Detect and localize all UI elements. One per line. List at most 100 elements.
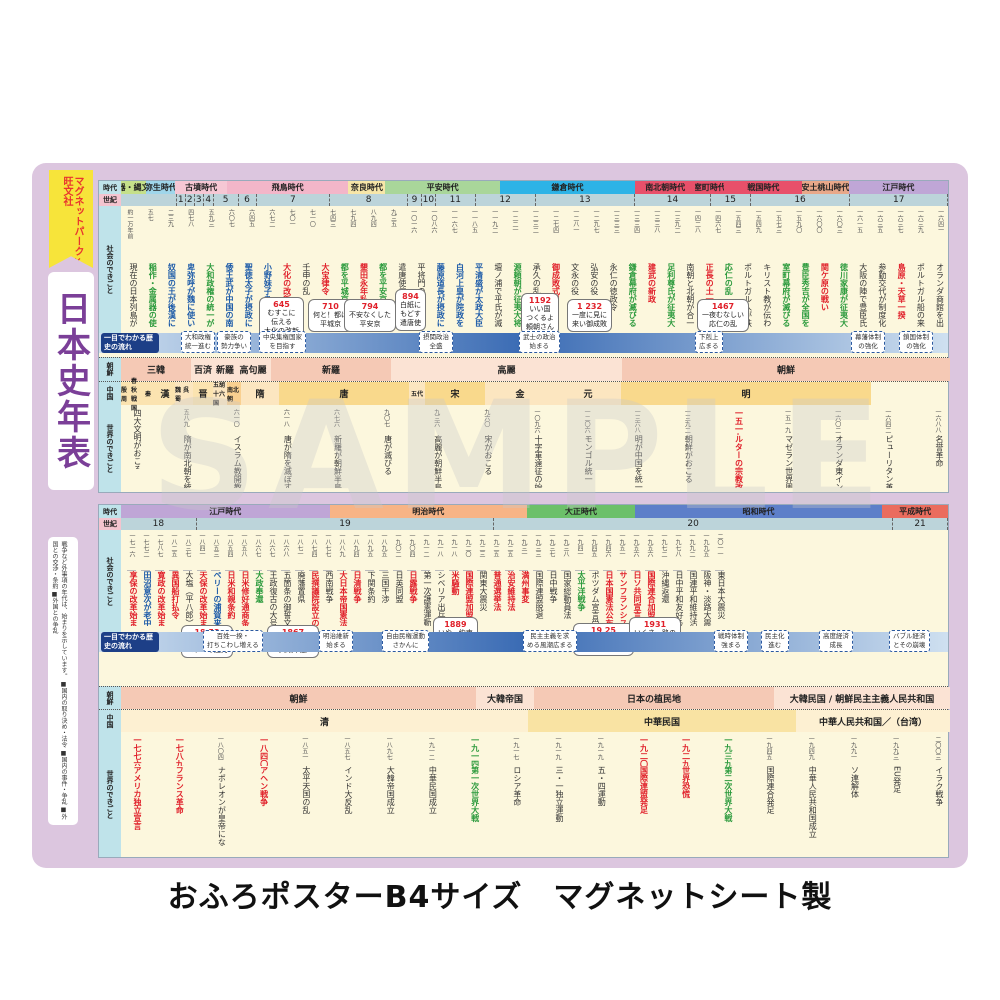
- event-column: 大宝律令: [317, 263, 330, 331]
- event-text: 日ソ共同宣言調印: [633, 571, 642, 626]
- event-column: 一九二三関東大震災: [475, 533, 488, 630]
- event-text: 米騒動: [451, 571, 460, 595]
- world-event: 一三六八明が中国を統一: [630, 409, 643, 488]
- bubble-line: 平城京: [320, 320, 341, 328]
- world-year: 九〇七: [382, 409, 390, 427]
- event-text: 関東大震災: [479, 571, 488, 611]
- event-text: 白河上皇が院政を始める: [455, 263, 465, 327]
- event-column: 一八二五異国船打払令: [167, 533, 180, 630]
- event-year: 二〇一一: [715, 533, 724, 571]
- event-column: 一七七二田沼意次が老中に: [139, 533, 152, 630]
- world-event: 六一〇イスラム教開教: [229, 409, 242, 488]
- world-event-text: 朝鮮がおこる: [684, 435, 694, 484]
- korea-band-row: 三韓百済新羅高句麗新羅高麗朝鮮: [99, 357, 950, 381]
- bubble-year: 1467: [711, 302, 735, 311]
- world-event: 一五一七ルターの宗教改革: [731, 409, 744, 488]
- event-column: 現在の日本列島ができる: [125, 263, 138, 331]
- event-text: 壬申の乱: [301, 263, 311, 295]
- event-column: 参勤交代が制度化: [874, 263, 887, 331]
- event-text: 日英同盟: [395, 571, 404, 603]
- event-column: オランダ商館を出島へ: [932, 263, 945, 331]
- event-year: 一九二三: [477, 533, 486, 571]
- event-text: 天保の改革始まる: [199, 571, 208, 626]
- world-event: 一六八八名誉革命: [931, 409, 944, 488]
- event-column: 島原・天草一揆: [893, 263, 906, 331]
- event-column: 都を平安京に: [375, 263, 388, 331]
- event-column: 一八六七王政復古の大号令: [265, 533, 278, 630]
- event-text: 正長の土一揆: [705, 263, 715, 311]
- year-label: 一〇一六: [409, 209, 417, 233]
- world-event: 二〇〇三イラク戦争: [931, 736, 944, 853]
- event-text: 治安維持法: [507, 571, 516, 611]
- flow-box: 高度経済成長: [819, 630, 853, 652]
- event-column: 一八七四民撰議院設立の建白書提出: [307, 533, 320, 630]
- world-year: 一九一九: [596, 736, 604, 760]
- event-year: 一九一八: [435, 533, 444, 571]
- event-column: 一九二〇国際連盟加盟: [461, 533, 474, 630]
- century-cell: 9: [408, 194, 422, 206]
- world-year: 九六〇: [482, 409, 490, 427]
- event-text: 承久の乱: [532, 263, 542, 295]
- event-column: 正長の土一揆: [701, 263, 714, 331]
- event-year: 一九四一: [575, 533, 584, 571]
- event-year: 一八七四: [309, 533, 318, 571]
- flow-box-line: 自由民権運動: [386, 632, 425, 640]
- century-cell: [121, 194, 177, 206]
- event-column: 永仁の徳政令: [605, 263, 618, 331]
- world-event-text: インド大反乱: [344, 766, 354, 814]
- flow-box-line: とその崩壊: [893, 641, 926, 649]
- event-text: 源頼朝が征夷大将軍に: [513, 263, 523, 327]
- year-label: 二三九: [166, 209, 174, 227]
- event-column: 一九一二第一次護憲運動が起こる: [419, 533, 432, 630]
- event-column: 一九三一満州事変: [517, 533, 530, 630]
- world-event-text: モンゴル統一: [584, 435, 594, 484]
- china-band: 元: [555, 382, 621, 405]
- event-column: 一八六七大政奉還: [251, 533, 264, 630]
- world-year: 一八〇四: [216, 736, 224, 760]
- year-label: 一二八一: [571, 209, 579, 233]
- year-label: 一六三五: [875, 209, 883, 233]
- korea-band: 新羅: [215, 358, 235, 381]
- world-year: 一二〇六: [583, 409, 591, 433]
- event-year: 一九三一: [519, 533, 528, 571]
- china-band: 五胡 十六国: [213, 382, 227, 407]
- event-text: 徳川家康が征夷大将軍に: [839, 263, 849, 327]
- korea-band: 三韓: [121, 358, 191, 381]
- event-year: 一八五三: [211, 533, 220, 571]
- event-column: 二〇一一東日本大震災: [713, 533, 726, 630]
- event-column: 大阪の陣で豊臣氏滅びる: [855, 263, 868, 331]
- event-text: 小野妹子を隋に送る: [263, 263, 273, 327]
- world-event-text: ロシア革命: [512, 766, 522, 806]
- era-row: 旧石器・縄文時代弥生時代古墳時代飛鳥時代奈良時代平安時代鎌倉時代南北朝時代室町時…: [121, 181, 948, 194]
- event-column: 藤原道長が摂政に: [432, 263, 445, 331]
- era-平成時代: 平成時代: [882, 505, 948, 518]
- world-event: 一九一四第一次世界大戦: [467, 736, 480, 853]
- world-event: 一七七六アメリカ独立宣言: [129, 736, 142, 853]
- century-header: 世紀: [99, 194, 121, 206]
- event-text: 大阪の陣で豊臣氏滅びる: [858, 263, 868, 327]
- era-弥生時代: 弥生時代: [146, 181, 176, 194]
- event-column: 文永の役: [567, 263, 580, 331]
- world-year: 一七七六: [133, 736, 142, 766]
- year-label: 一五七三: [774, 209, 782, 233]
- event-year: 一八六八: [281, 533, 290, 571]
- korea-band: 高麗: [391, 358, 622, 381]
- event-year: 一八二五: [169, 533, 178, 571]
- flow-box-line: 百姓一揆・: [216, 632, 250, 640]
- year-label: 八九四: [369, 209, 377, 227]
- world-year: 一六八八: [934, 409, 941, 433]
- world-event-text: イスラム教開教: [233, 435, 243, 488]
- china-band: 殷 周: [121, 382, 131, 405]
- flow-box-line: 始まる: [326, 641, 346, 649]
- event-column: 応仁の乱: [720, 263, 733, 331]
- event-year: 一八九五: [365, 533, 374, 571]
- event-text: 太平洋戦争: [577, 571, 586, 611]
- event-year: 一九一二: [421, 533, 430, 571]
- world-event: 一二〇六モンゴル統一: [580, 409, 593, 488]
- korea-header: 朝鮮: [99, 357, 121, 381]
- era-江戸時代: 江戸時代: [121, 505, 330, 518]
- event-text: 文永の役: [570, 263, 580, 295]
- event-text: 国際連合加盟: [647, 571, 656, 619]
- year-label: 六四五: [247, 209, 255, 227]
- world-year: 六一〇: [232, 409, 240, 427]
